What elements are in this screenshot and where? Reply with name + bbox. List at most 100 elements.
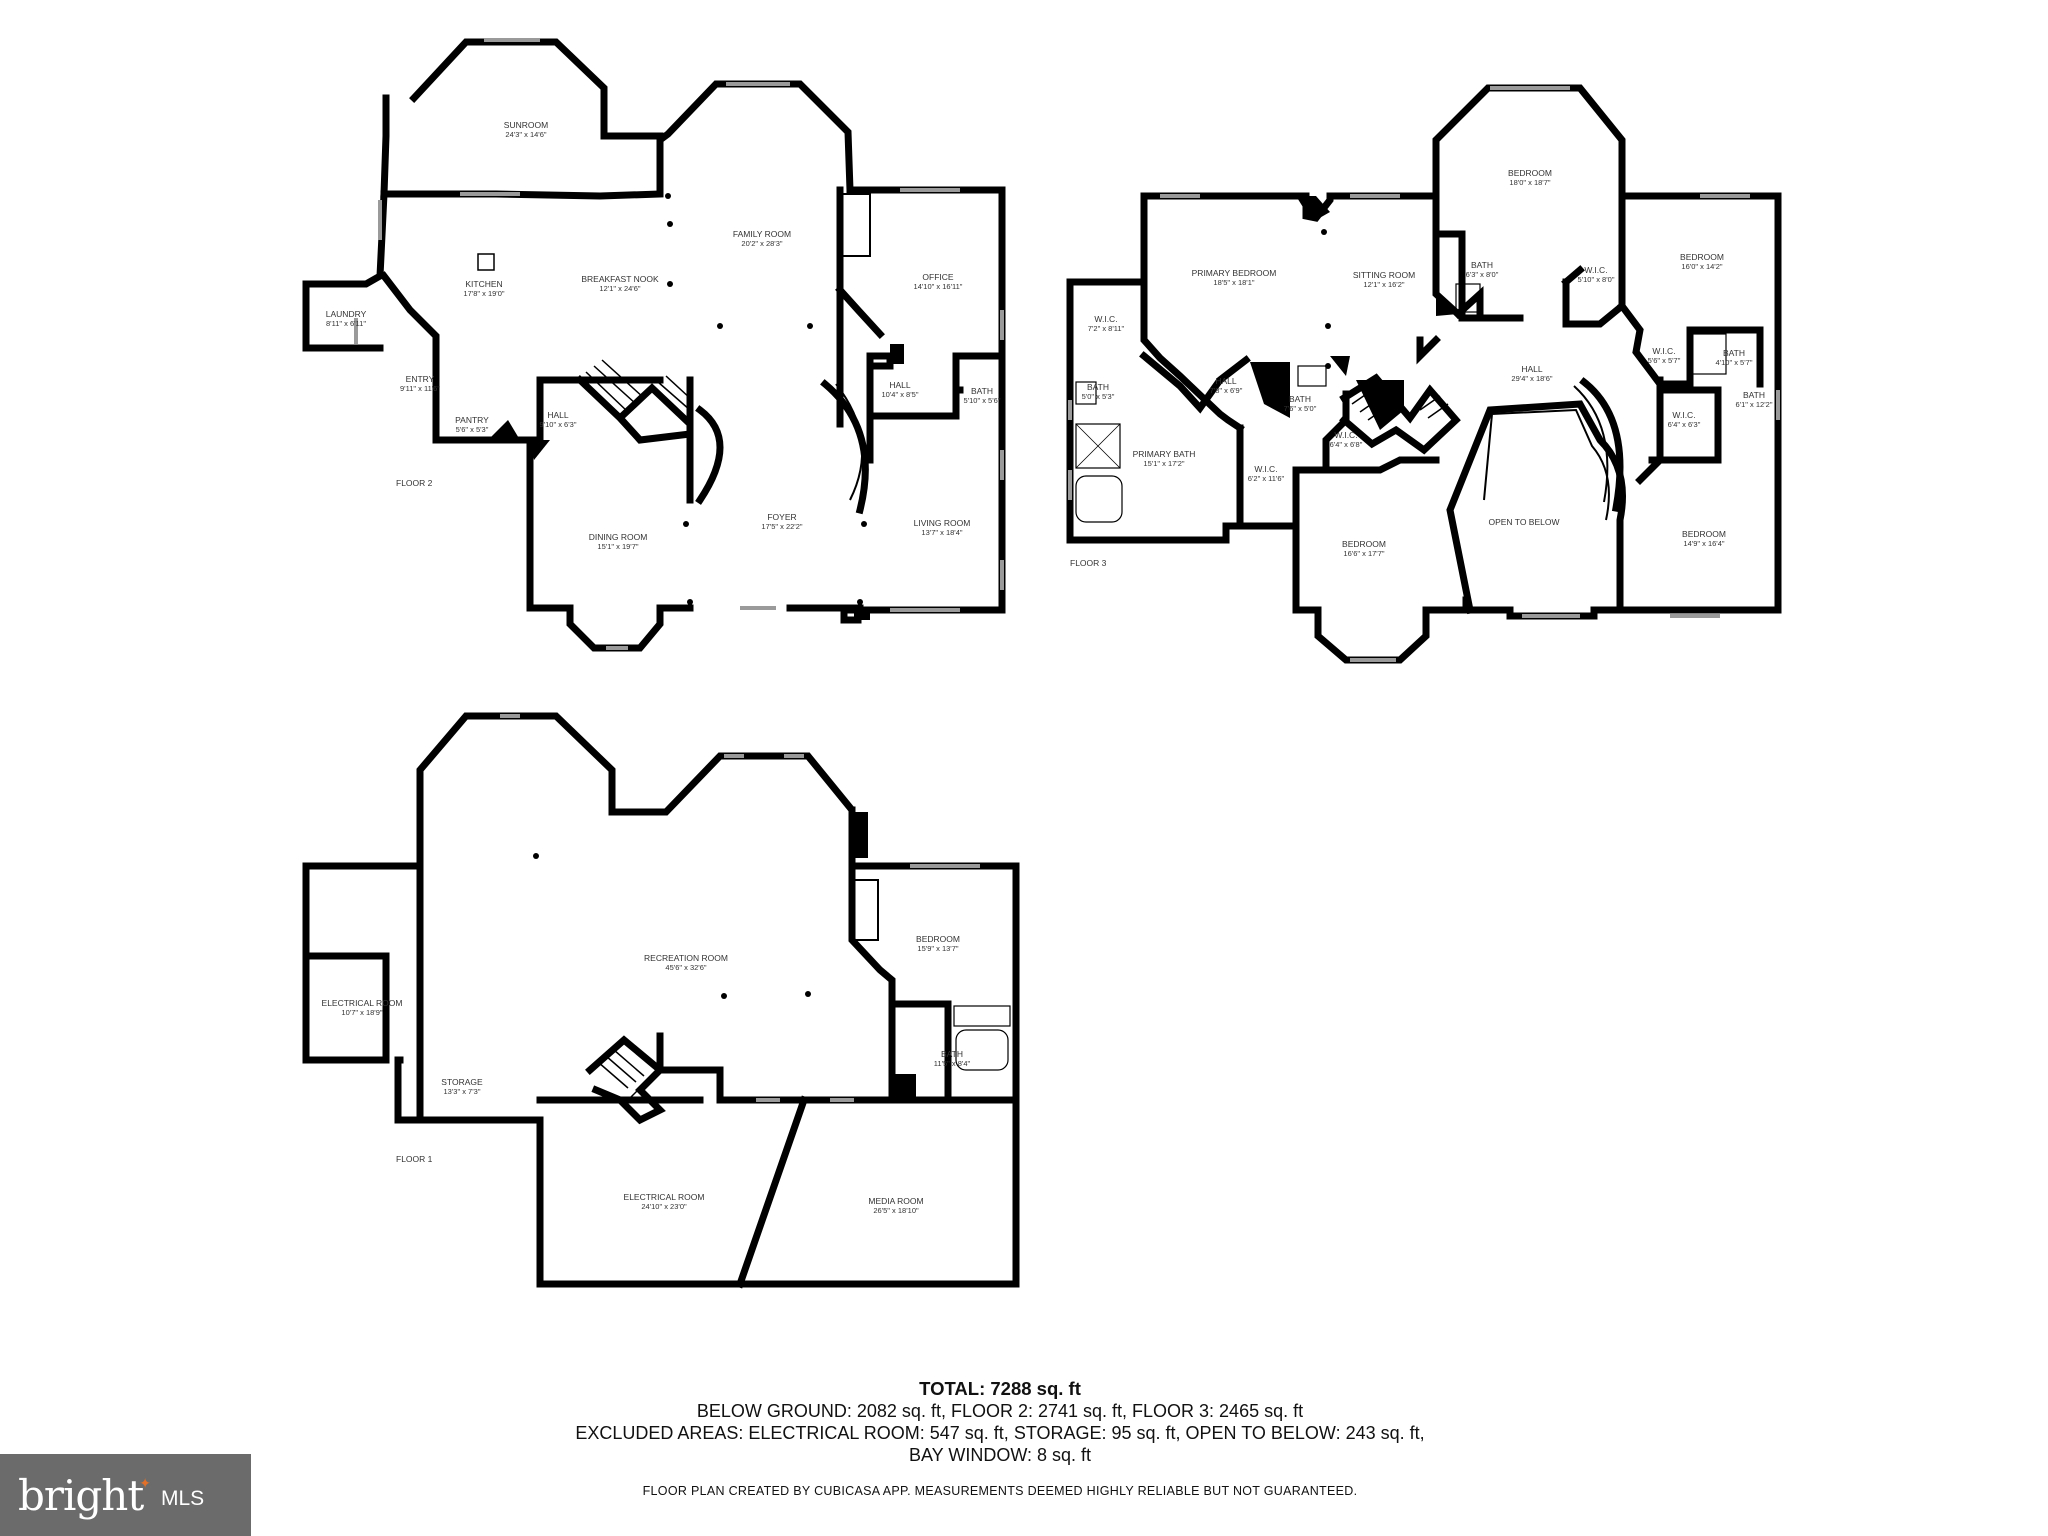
floor-label: FLOOR 3 (1070, 558, 1107, 568)
wall (1432, 84, 1782, 614)
wall (1139, 351, 1251, 414)
room-dim: 7'2" x 8'11" (1088, 324, 1125, 333)
wall-block (1436, 294, 1458, 316)
wall (380, 80, 854, 200)
open-to-below-outline (1446, 400, 1626, 615)
wall-block (1296, 196, 1330, 220)
wall-block (854, 610, 870, 620)
room-dim: 5'0" x 5'3" (1082, 392, 1115, 401)
room-label: BATH (941, 1049, 963, 1059)
room-label: RECREATION ROOM (644, 953, 728, 963)
room-dim: 9'11" x 11'6" (400, 384, 440, 393)
room-dim: 14'10" x 16'11" (914, 282, 963, 291)
room-label: HALL (889, 380, 911, 390)
room-label: STORAGE (441, 1077, 483, 1087)
room-dim: 8'11" x 6'11" (326, 319, 366, 328)
room-dim: 13'3" x 7'3" (444, 1087, 481, 1096)
wall (394, 1096, 1020, 1288)
summary-line: EXCLUDED AREAS: ELECTRICAL ROOM: 547 sq.… (575, 1423, 1425, 1443)
staircase (585, 1035, 666, 1125)
room-dim: 11'5" x 8'4" (934, 1059, 971, 1068)
room-label: BREAKFAST NOOK (581, 274, 659, 284)
fireplace (851, 879, 879, 941)
room-dim: 5'6" x 5'7" (1648, 356, 1681, 365)
wall (846, 186, 1006, 420)
room-label: FOYER (767, 512, 796, 522)
room-dim: 17'5" x 22'2" (761, 522, 802, 531)
room-label: BATH (1289, 394, 1311, 404)
room-label: BATH (1743, 390, 1765, 400)
room-dim: 14'9" x 16'4" (1683, 539, 1724, 548)
total-area: TOTAL: 7288 sq. ft (919, 1378, 1081, 1399)
room-dim: 6'4" x 6'8" (1330, 440, 1363, 449)
wall (409, 38, 664, 140)
room-label: PANTRY (455, 415, 489, 425)
room-dim: 12'1" x 24'6" (599, 284, 640, 293)
wall (1562, 192, 1626, 328)
room-label: KITCHEN (465, 279, 502, 289)
room-dim: 15'1" x 17'2" (1143, 459, 1184, 468)
floor-3-plan: BEDROOM 18'0" x 18'7" BATH 6'3" x 8'0" W… (1066, 84, 1782, 664)
wall-block (852, 812, 868, 858)
room-dim: 17'8" x 19'0" (463, 289, 504, 298)
staircase (575, 359, 869, 515)
room-label: W.I.C. (1334, 430, 1357, 440)
room-label: HALL (1215, 376, 1237, 386)
floor-label: FLOOR 1 (396, 1154, 433, 1164)
room-dim: 13'7" x 18'4" (921, 528, 962, 537)
wall (302, 952, 390, 1064)
bright-mls-logo: bright ✦ MLS (0, 1454, 251, 1536)
room-dim: 18'0" x 18'7" (1509, 178, 1550, 187)
wall (1292, 456, 1440, 474)
room-dim: 20'2" x 28'3" (741, 239, 782, 248)
fixtures (533, 853, 1011, 1071)
floor-1-plan: RECREATION ROOM 45'6" x 32'6" BEDROOM 15… (302, 712, 1020, 1289)
room-label: W.I.C. (1584, 265, 1607, 275)
fixtures (1075, 229, 1727, 523)
wall (302, 862, 390, 1064)
room-label: BEDROOM (916, 934, 960, 944)
room-dim: 29'4" x 18'6" (1511, 374, 1552, 383)
wall (1140, 192, 1440, 222)
room-label: ELECTRICAL ROOM (322, 998, 403, 1008)
room-label: BEDROOM (1342, 539, 1386, 549)
room-label: BATH (1087, 382, 1109, 392)
room-label: LAUNDRY (326, 309, 367, 319)
room-dim: 16'0" x 14'2" (1681, 262, 1722, 271)
wall (1432, 192, 1463, 319)
room-dim: 15'9" x 13'7" (917, 944, 958, 953)
room-dim: 10'7" x 18'9" (341, 1008, 382, 1017)
room-dim: 6'2" x 11'6" (1248, 474, 1285, 483)
windows (500, 714, 980, 1102)
room-label: DINING ROOM (589, 532, 648, 542)
wall-block (530, 440, 550, 460)
wall (1561, 265, 1585, 287)
wall-block (488, 420, 520, 440)
room-dim: 9'10" x 6'3" (540, 420, 577, 429)
room-label: SITTING ROOM (1353, 270, 1415, 280)
room-label: FAMILY ROOM (733, 229, 791, 239)
wall-block (1330, 356, 1350, 376)
wall (1648, 376, 1722, 464)
room-label: MEDIA ROOM (868, 1196, 923, 1206)
summary-line: BAY WINDOW: 8 sq. ft (908, 1445, 1092, 1465)
room-label: HALL (1521, 364, 1543, 374)
windows (1068, 86, 1780, 662)
wall (1656, 326, 1764, 388)
room-dim: 24'3" x 14'6" (505, 130, 546, 139)
room-label: W.I.C. (1094, 314, 1117, 324)
room-label: ENTRY (406, 374, 435, 384)
wall (1617, 301, 1664, 485)
wall-block (890, 344, 904, 364)
room-label: BATH (971, 386, 993, 396)
floor-label: FLOOR 2 (396, 478, 433, 488)
room-label: PRIMARY BATH (1133, 449, 1196, 459)
room-dim: 6'3" x 8'0" (1466, 270, 1499, 279)
room-label: ELECTRICAL ROOM (624, 1192, 705, 1202)
wall (866, 352, 894, 420)
room-dim: 6'4" x 6'3" (1668, 420, 1701, 429)
wall (1066, 278, 1470, 664)
room-dim: 24'10" x 23'0" (641, 1202, 687, 1211)
room-label: OPEN TO BELOW (1488, 517, 1559, 527)
